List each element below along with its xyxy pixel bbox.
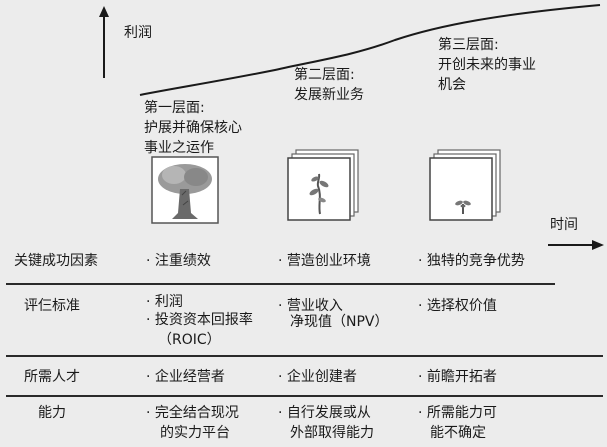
table-cell: 的实力平台 — [160, 425, 230, 441]
level-desc: 护展并确保核心 — [144, 120, 242, 136]
table-divider — [6, 283, 555, 285]
level-desc: 开创未来的事业 — [438, 57, 536, 73]
profit-axis — [99, 6, 109, 78]
table-cell: · 营业收入 — [278, 298, 343, 314]
table-cell: （ROIC） — [158, 332, 221, 348]
sapling-icon — [287, 149, 359, 221]
table-cell: · 前瞻开拓者 — [418, 369, 497, 385]
level-title: 第一层面: — [144, 100, 205, 116]
level-desc: 事业之运作 — [144, 140, 214, 156]
x-axis-label: 时间 — [550, 217, 578, 233]
table-cell: · 企业创建者 — [278, 369, 357, 385]
table-cell: 外部取得能力 — [290, 425, 374, 441]
tree-icon — [151, 156, 219, 224]
time-axis — [548, 240, 604, 250]
table-divider — [6, 355, 603, 357]
table-cell: · 独特的竞争优势 — [418, 253, 525, 269]
table-cell: · 投资资本回报率 — [146, 312, 253, 328]
seedling-icon — [429, 149, 501, 221]
table-cell: · 营造创业环境 — [278, 253, 371, 269]
table-cell: 能不确定 — [430, 425, 486, 441]
table-cell: 净现值（NPV） — [290, 314, 389, 330]
table-cell: · 企业经营者 — [146, 369, 225, 385]
table-cell: · 自行发展或从 — [278, 405, 371, 421]
row-header: 所需人才 — [24, 369, 80, 385]
level-desc: 机会 — [438, 77, 466, 93]
table-cell: · 利润 — [146, 294, 183, 310]
row-header: 能力 — [38, 405, 66, 421]
level-desc: 发展新业务 — [294, 87, 364, 103]
level-title: 第三层面: — [438, 37, 499, 53]
y-axis-label: 利润 — [124, 25, 152, 41]
table-divider — [6, 395, 603, 397]
growth-curve — [139, 4, 601, 96]
table-cell: · 注重绩效 — [146, 253, 211, 269]
row-header: 关键成功因素 — [14, 253, 98, 269]
table-cell: · 完全结合现况 — [146, 405, 239, 421]
level-title: 第二层面: — [294, 67, 355, 83]
table-cell: · 所需能力可 — [418, 405, 497, 421]
row-header: 评仨标准 — [24, 298, 80, 314]
table-cell: · 选择权价值 — [418, 298, 497, 314]
